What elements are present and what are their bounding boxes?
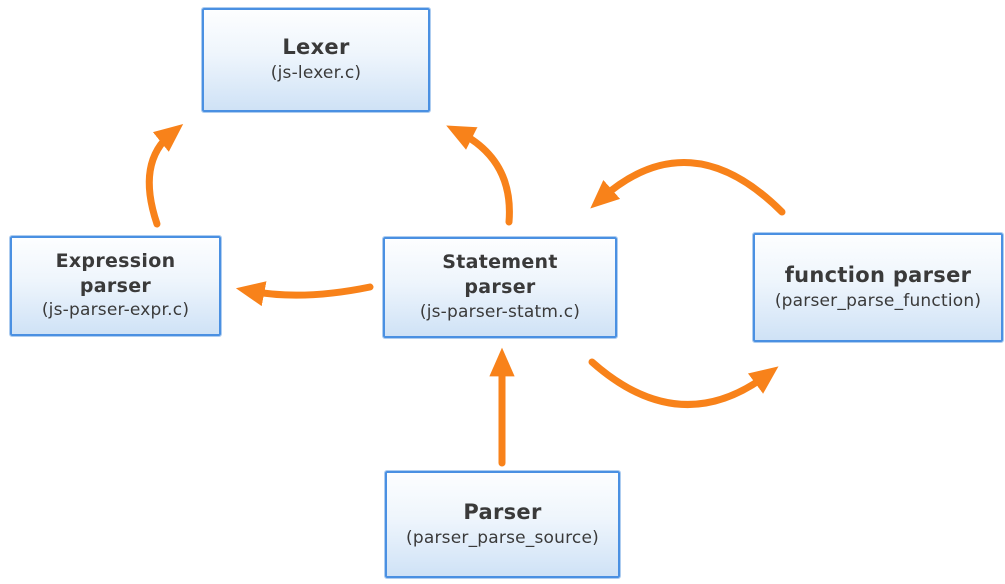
node-expression-parser: Expression parser (js-parser-expr.c) bbox=[9, 235, 222, 337]
node-lexer-subtitle: (js-lexer.c) bbox=[270, 63, 362, 84]
node-lexer-title: Lexer bbox=[282, 35, 350, 60]
node-parser-title: Parser bbox=[463, 499, 542, 524]
node-function-parser: function parser (parser_parse_function) bbox=[752, 232, 1004, 343]
node-parser-subtitle: (parser_parse_source) bbox=[406, 527, 599, 548]
edge-statement-parser-to-function-parser bbox=[588, 358, 779, 409]
node-parser: Parser (parser_parse_source) bbox=[384, 470, 621, 579]
node-function-parser-subtitle: (parser_parse_function) bbox=[774, 290, 982, 311]
node-expression-parser-subtitle: (js-parser-expr.c) bbox=[41, 300, 190, 321]
node-statement-parser-subtitle: (js-parser-statm.c) bbox=[419, 301, 581, 322]
node-statement-parser: Statement parser (js-parser-statm.c) bbox=[382, 236, 618, 339]
node-statement-parser-title: Statement parser bbox=[442, 251, 558, 299]
node-function-parser-title: function parser bbox=[784, 262, 972, 287]
edge-expression-parser-to-lexer bbox=[145, 123, 184, 228]
node-lexer: Lexer (js-lexer.c) bbox=[201, 7, 431, 113]
node-expression-parser-title: Expression parser bbox=[55, 249, 176, 297]
edge-function-parser-to-statement-parser bbox=[590, 159, 786, 216]
edge-statement-parser-to-lexer bbox=[446, 125, 513, 226]
edge-statement-parser-to-expression-parser bbox=[235, 281, 374, 307]
